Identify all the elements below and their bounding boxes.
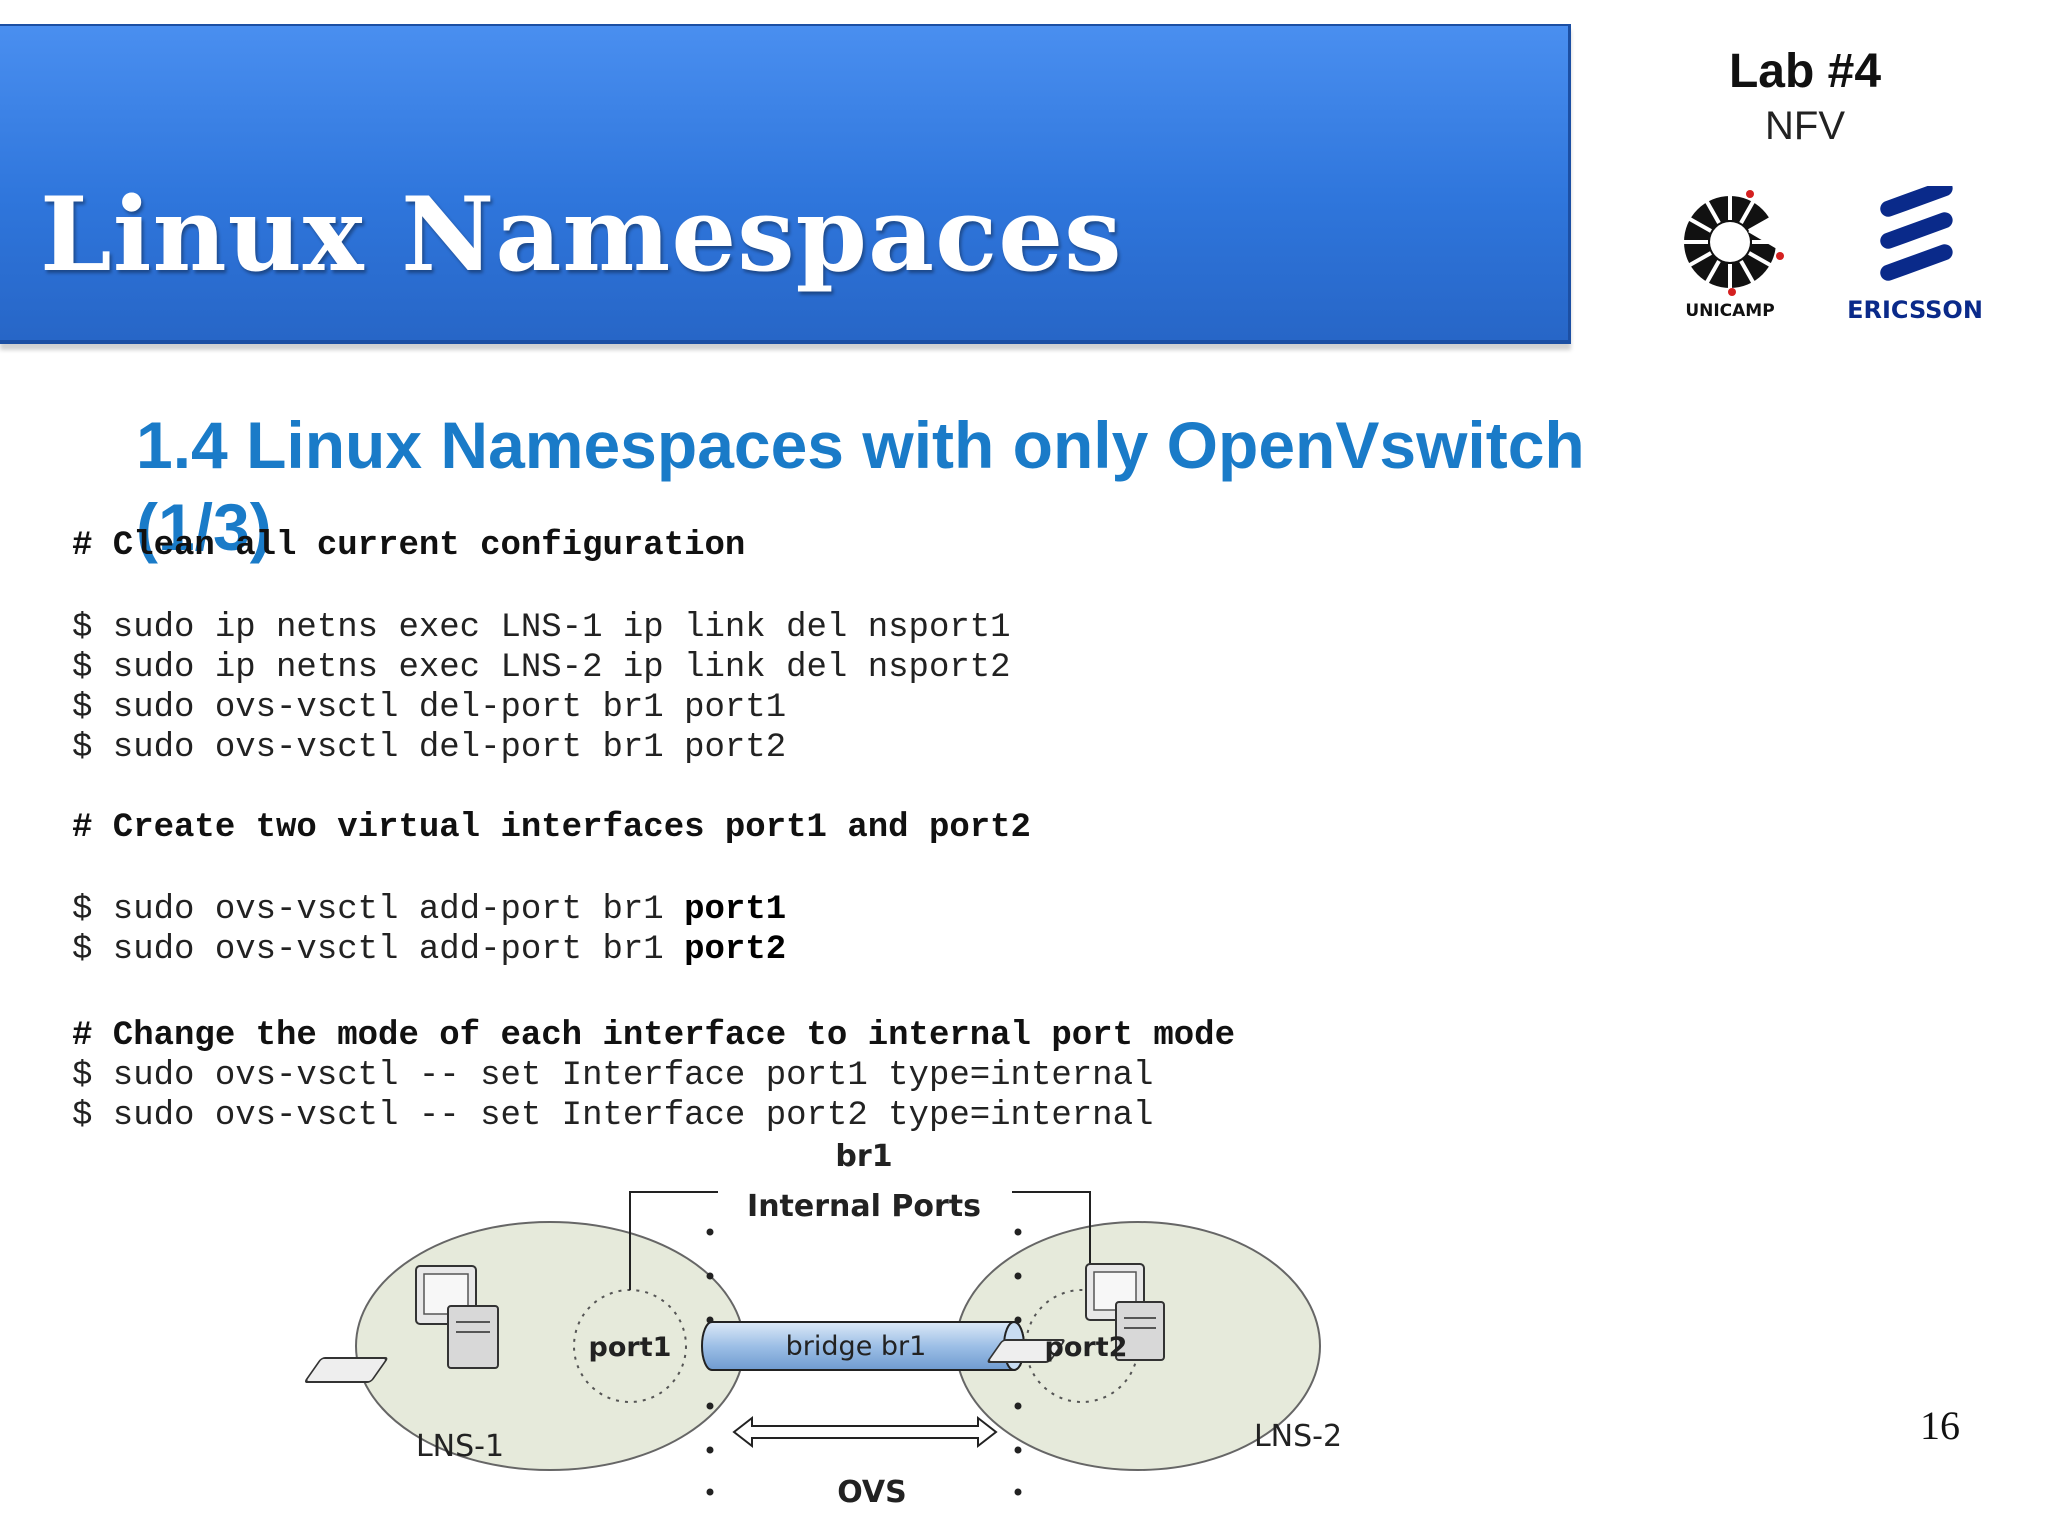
ovs-arrow: [732, 1415, 998, 1449]
code-comment-clean: # Clean all current configuration: [72, 527, 746, 565]
ericsson-mark-icon: [1880, 186, 1953, 281]
header-banner: Linux Namespaces: [0, 24, 1571, 344]
bracket-right: [1012, 1191, 1091, 1290]
code-comment-mode: # Change the mode of each interface to i…: [72, 1017, 1235, 1055]
page-number: 16: [1920, 1403, 1960, 1448]
code-line: $ sudo ip netns exec LNS-2 ip link del n…: [72, 649, 1011, 687]
internal-ports-label: Internal Ports: [747, 1189, 981, 1224]
port1-label: port1: [589, 1332, 672, 1363]
code-prefix: $ sudo ovs-vsctl add-port br1: [72, 891, 685, 929]
ovs-diagram: br1 Internal Ports port1 port2 bridge br…: [304, 1140, 1342, 1510]
code-comment-create: # Create two virtual interfaces port1 an…: [72, 809, 1031, 847]
code-line: $ sudo ip netns exec LNS-1 ip link del n…: [72, 609, 1011, 647]
slide-title: Linux Namespaces: [40, 175, 1123, 295]
ovs-label: OVS: [837, 1475, 907, 1510]
code-line: $ sudo ovs-vsctl -- set Interface port2 …: [72, 1097, 1154, 1135]
bridge-label: bridge br1: [786, 1331, 927, 1362]
code-line: $ sudo ovs-vsctl add-port br1 port1: [72, 890, 786, 930]
computer-icon: [304, 1265, 499, 1383]
ericsson-logo-text: ERICSSON: [1847, 296, 1983, 324]
code-line: $ sudo ovs-vsctl -- set Interface port1 …: [72, 1057, 1154, 1095]
code-line: $ sudo ovs-vsctl del-port br1 port1: [72, 689, 787, 727]
computer-icon: [987, 1263, 1165, 1363]
code-port-name: port1: [684, 891, 787, 929]
unicamp-logo: UNICAMP: [1682, 190, 1784, 321]
unicamp-emblem-icon: [1682, 190, 1784, 296]
bridge-name-label: br1: [835, 1140, 892, 1174]
lns2-label: LNS-2: [1254, 1419, 1342, 1454]
code-prefix: $ sudo ovs-vsctl add-port br1: [72, 931, 685, 969]
lab-label: Lab #4: [1728, 45, 1882, 98]
port2-label: port2: [1045, 1332, 1128, 1363]
ericsson-logo: ERICSSON: [1847, 186, 1983, 324]
course-label: NFV: [1765, 104, 1845, 148]
unicamp-logo-text: UNICAMP: [1685, 301, 1774, 321]
code-line: $ sudo ovs-vsctl add-port br1 port2: [72, 930, 786, 970]
lns1-label: LNS-1: [416, 1429, 504, 1464]
section-heading: 1.4 Linux Namespaces with only OpenVswit…: [136, 408, 1585, 564]
code-port-name: port2: [684, 931, 787, 969]
code-line: $ sudo ovs-vsctl del-port br1 port2: [72, 729, 787, 767]
bracket-left: [629, 1191, 718, 1290]
